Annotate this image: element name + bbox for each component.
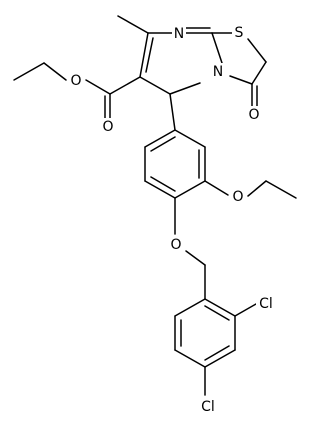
bond-c5-c6 [139, 76, 171, 95]
bond-c8a-n4 [211, 32, 223, 64]
atom-n-imine: N [174, 26, 184, 42]
bond-dcb1-dcb2-inner [204, 305, 230, 321]
atom-cl-ortho: Cl [259, 296, 273, 312]
atom-n-ring: N [213, 64, 223, 80]
atom-cl-para: Cl [201, 399, 215, 415]
atom-o-benzyloxy: O [170, 237, 181, 253]
bond-o-ch2-ethoxy [247, 180, 267, 197]
bond-dcb3-dcb4-inner [204, 345, 230, 361]
bond-s-c2 [247, 38, 267, 63]
bond-c6-c7-double [139, 32, 149, 78]
bond-c6-ccarbonyl [109, 76, 141, 95]
bond-ar4-ar5 [144, 180, 176, 199]
pyrimidine-ring [139, 27, 223, 95]
atom-o-ethoxy: O [232, 189, 243, 205]
central-benzene-ring [144, 129, 206, 199]
bond-dcb4-dcb5 [174, 349, 206, 368]
bond-o-ch2 [43, 62, 67, 81]
atom-o-ester-single: O [70, 73, 81, 89]
bond-ar3-ar4 [174, 180, 206, 199]
ethoxy-group [204, 180, 297, 199]
bond-ar6-ar1 [144, 129, 176, 148]
atom-o-ester-carbonyl: O [102, 119, 113, 135]
bond-c3-n4 [229, 75, 253, 85]
thiazolidinone-ring [211, 32, 267, 107]
bond-dcb3-dcb4 [204, 349, 236, 368]
bond-ar6-ar1-inner [150, 136, 176, 152]
bond-ch2-ch3 [13, 62, 45, 81]
bond-c2-c3 [251, 61, 267, 85]
bond-ar3-o-ethoxy [204, 180, 229, 196]
bond-dcb1-dcb2 [204, 298, 236, 317]
bond-ccarbonyl-o-single [85, 79, 111, 95]
atom-o-ketone: O [248, 107, 259, 123]
bond-c5-aryl [169, 93, 176, 131]
bond-ar4-ar5-inner [150, 176, 176, 192]
bond-o-ch2-benzyl [185, 250, 206, 266]
bond-c6-c7-double-inner [145, 37, 154, 73]
benzyloxy-linker [174, 197, 206, 300]
bond-dcb6-dcb1 [174, 298, 206, 317]
bond-c7-methyl [117, 15, 149, 34]
bond-dcb2-cl [234, 303, 257, 317]
bond-n4-c5 [169, 82, 201, 95]
dichlorophenyl-ring [174, 298, 257, 396]
bond-ar1-ar2 [174, 129, 206, 148]
bond-ch2-ch3-ethoxy [265, 180, 297, 199]
atom-labels: N S N O O O O O Cl Cl [69, 24, 276, 415]
ethyl-ester-group [13, 62, 141, 119]
atom-s-ring: S [235, 25, 244, 41]
